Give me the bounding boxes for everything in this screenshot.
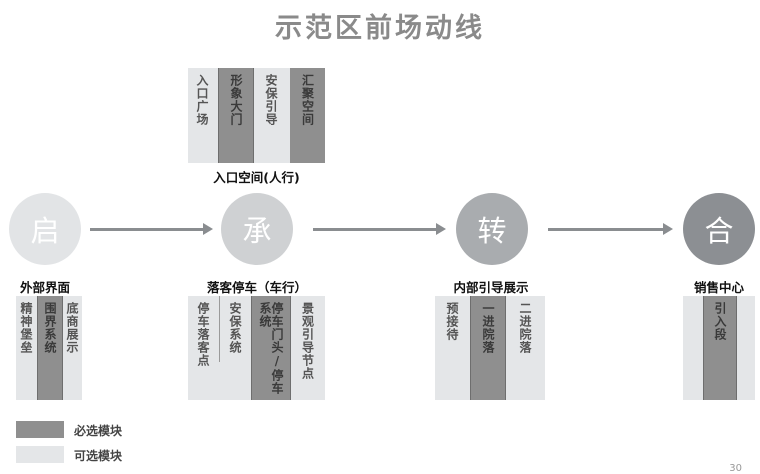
legend-required-swatch bbox=[16, 421, 64, 438]
legend-optional-label: 可选模块 bbox=[74, 449, 123, 463]
stage-label-sales: 销售中心 bbox=[693, 280, 744, 295]
flow-arrow-2 bbox=[313, 223, 446, 235]
module-spiritual-fortress: 精神堡垒 bbox=[19, 302, 33, 354]
stage-label-interior: 内部引导展示 bbox=[453, 280, 529, 295]
module-landscape-node: 景观引导节点 bbox=[300, 302, 315, 380]
module-dropoff-point: 停车落客点 bbox=[196, 302, 210, 367]
entry-module-gathering: 汇聚空间 bbox=[290, 68, 325, 163]
entry-space-label: 入口空间(人行) bbox=[213, 170, 300, 185]
module-lead-in: 引入段 bbox=[703, 296, 737, 400]
stage-circle-qi: 启 bbox=[9, 193, 81, 265]
legend-required-label: 必选模块 bbox=[74, 424, 123, 438]
stage-circle-he: 合 bbox=[683, 193, 755, 265]
module-separator bbox=[219, 296, 220, 362]
entry-module-security: 安保引导 bbox=[264, 74, 278, 126]
stage2-modules: 停车落客点 安保系统 停车门头/停车系统 景观引导节点 bbox=[188, 296, 325, 400]
flow-arrow-1 bbox=[90, 223, 213, 235]
module-boundary-system: 围界系统 bbox=[37, 296, 63, 400]
page-number: 30 bbox=[729, 463, 742, 474]
stage4-modules: 引入段 bbox=[683, 296, 755, 400]
legend-optional-swatch bbox=[16, 446, 64, 463]
module-first-courtyard: 一进院落 bbox=[470, 296, 506, 400]
stage-label-exterior: 外部界面 bbox=[19, 280, 70, 295]
entry-space-box: 入口广场 形象大门 安保引导 汇聚空间 bbox=[188, 68, 325, 163]
module-pre-reception: 预接待 bbox=[445, 302, 459, 341]
module-security-system: 安保系统 bbox=[228, 302, 242, 354]
entry-module-gate: 形象大门 bbox=[218, 68, 254, 163]
stage1-modules: 精神堡垒 围界系统 底商展示 bbox=[16, 296, 82, 400]
stage3-modules: 预接待 一进院落 二进院落 bbox=[435, 296, 545, 400]
module-retail-display: 底商展示 bbox=[65, 302, 79, 354]
flow-arrow-3 bbox=[548, 223, 673, 235]
page-title: 示范区前场动线 bbox=[275, 13, 485, 44]
stage-circle-cheng: 承 bbox=[221, 193, 293, 265]
entry-module-plaza: 入口广场 bbox=[195, 74, 209, 126]
module-parking-gate: 停车门头/停车系统 bbox=[251, 296, 291, 400]
stage-circle-zhuan: 转 bbox=[456, 193, 528, 265]
stage-label-dropoff: 落客停车（车行） bbox=[206, 280, 307, 295]
module-second-courtyard: 二进院落 bbox=[518, 302, 532, 354]
